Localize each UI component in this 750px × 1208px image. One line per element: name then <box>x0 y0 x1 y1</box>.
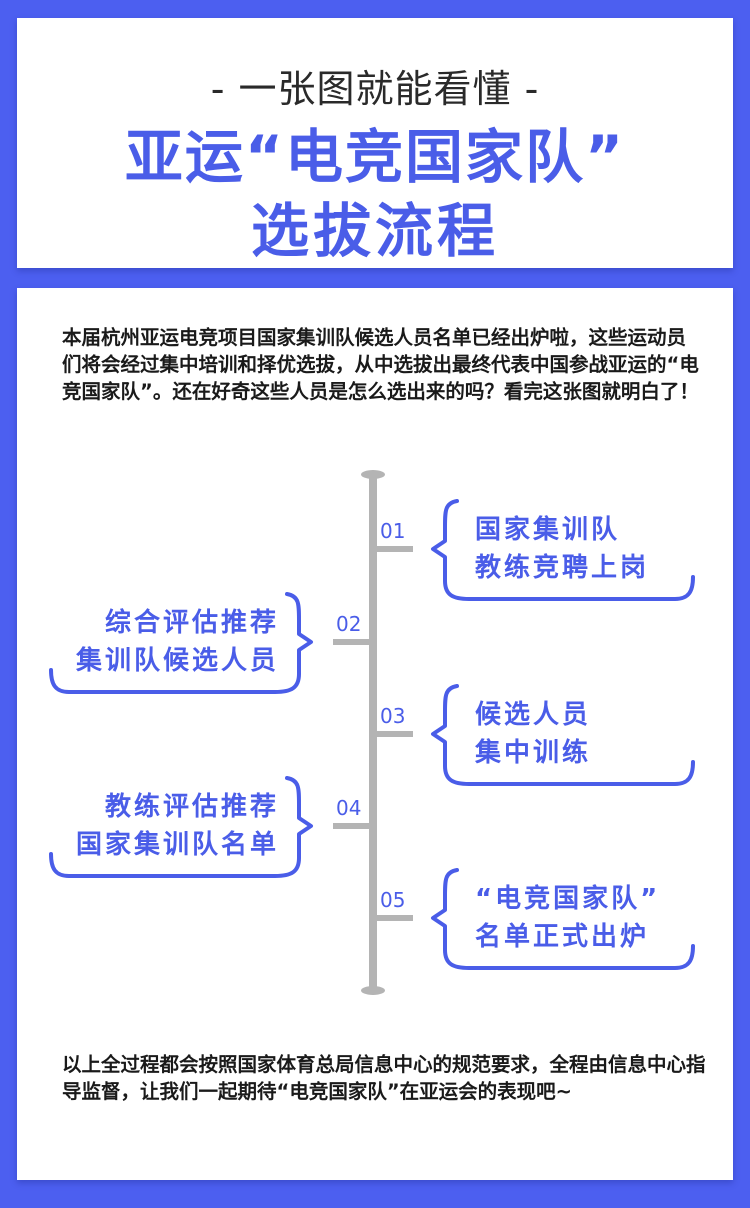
step-bubble: “电竞国家队” 名单正式出炉 <box>425 868 695 970</box>
header-panel: - 一张图就能看懂 - 亚运“电竞国家队” 选拔流程 <box>17 18 733 268</box>
step-number: 03 <box>380 704 406 728</box>
step-text: 候选人员集中训练 <box>475 696 591 772</box>
step-text: 教练评估推荐国家集训队名单 <box>76 788 279 864</box>
timeline-cap-top <box>361 470 385 479</box>
outro-paragraph: 以上全过程都会按照国家体育总局信息中心的规范要求，全程由信息中心指导监督，让我们… <box>62 1053 706 1103</box>
bubble-brace-outline <box>49 592 313 694</box>
timeline-tick <box>375 915 413 921</box>
step-line-1: “电竞国家队” <box>475 884 661 914</box>
timeline-bar <box>369 474 377 992</box>
step-number: 02 <box>336 612 362 636</box>
title-line-1: 亚运“电竞国家队” <box>124 123 626 191</box>
step-bubble: 国家集训队教练竞聘上岗 <box>425 499 695 601</box>
step-bubble: 教练评估推荐国家集训队名单 <box>49 776 319 878</box>
step-number: 05 <box>380 888 406 912</box>
step-number: 01 <box>380 519 406 543</box>
step-line-2: 国家集训队名单 <box>75 830 279 860</box>
content-panel: 本届杭州亚运电竞项目国家集训队候选人员名单已经出炉啦，这些运动员们将会经过集中培… <box>17 288 733 1180</box>
timeline-tick <box>333 823 371 829</box>
timeline-tick <box>375 731 413 737</box>
timeline-cap-bottom <box>361 986 385 995</box>
step-text: 综合评估推荐集训队候选人员 <box>76 604 279 680</box>
step-number: 04 <box>336 796 362 820</box>
step-text: 国家集训队教练竞聘上岗 <box>475 511 649 587</box>
step-line-2: 集中训练 <box>475 738 592 768</box>
step-line-2: 教练竞聘上岗 <box>475 553 650 583</box>
timeline-tick <box>375 546 413 552</box>
step-text: “电竞国家队” 名单正式出炉 <box>475 880 660 956</box>
step-bubble: 综合评估推荐集训队候选人员 <box>49 592 319 694</box>
title-line-2: 选拔流程 <box>250 197 499 265</box>
bubble-brace-outline <box>431 499 695 601</box>
step-line-2: 名单正式出炉 <box>475 922 650 952</box>
subtitle: - 一张图就能看懂 - <box>210 67 540 111</box>
intro-paragraph: 本届杭州亚运电竞项目国家集训队候选人员名单已经出炉啦，这些运动员们将会经过集中培… <box>62 326 699 403</box>
step-line-1: 候选人员 <box>475 700 592 730</box>
timeline-tick <box>333 639 371 645</box>
step-line-1: 教练评估推荐 <box>104 792 279 822</box>
step-line-1: 国家集训队 <box>475 515 621 545</box>
bubble-brace-outline <box>431 868 695 970</box>
step-line-1: 综合评估推荐 <box>104 608 279 638</box>
bubble-brace-outline <box>431 684 695 786</box>
step-line-2: 集训队候选人员 <box>75 646 279 676</box>
step-bubble: 候选人员集中训练 <box>425 684 695 786</box>
bubble-brace-outline <box>49 776 313 878</box>
